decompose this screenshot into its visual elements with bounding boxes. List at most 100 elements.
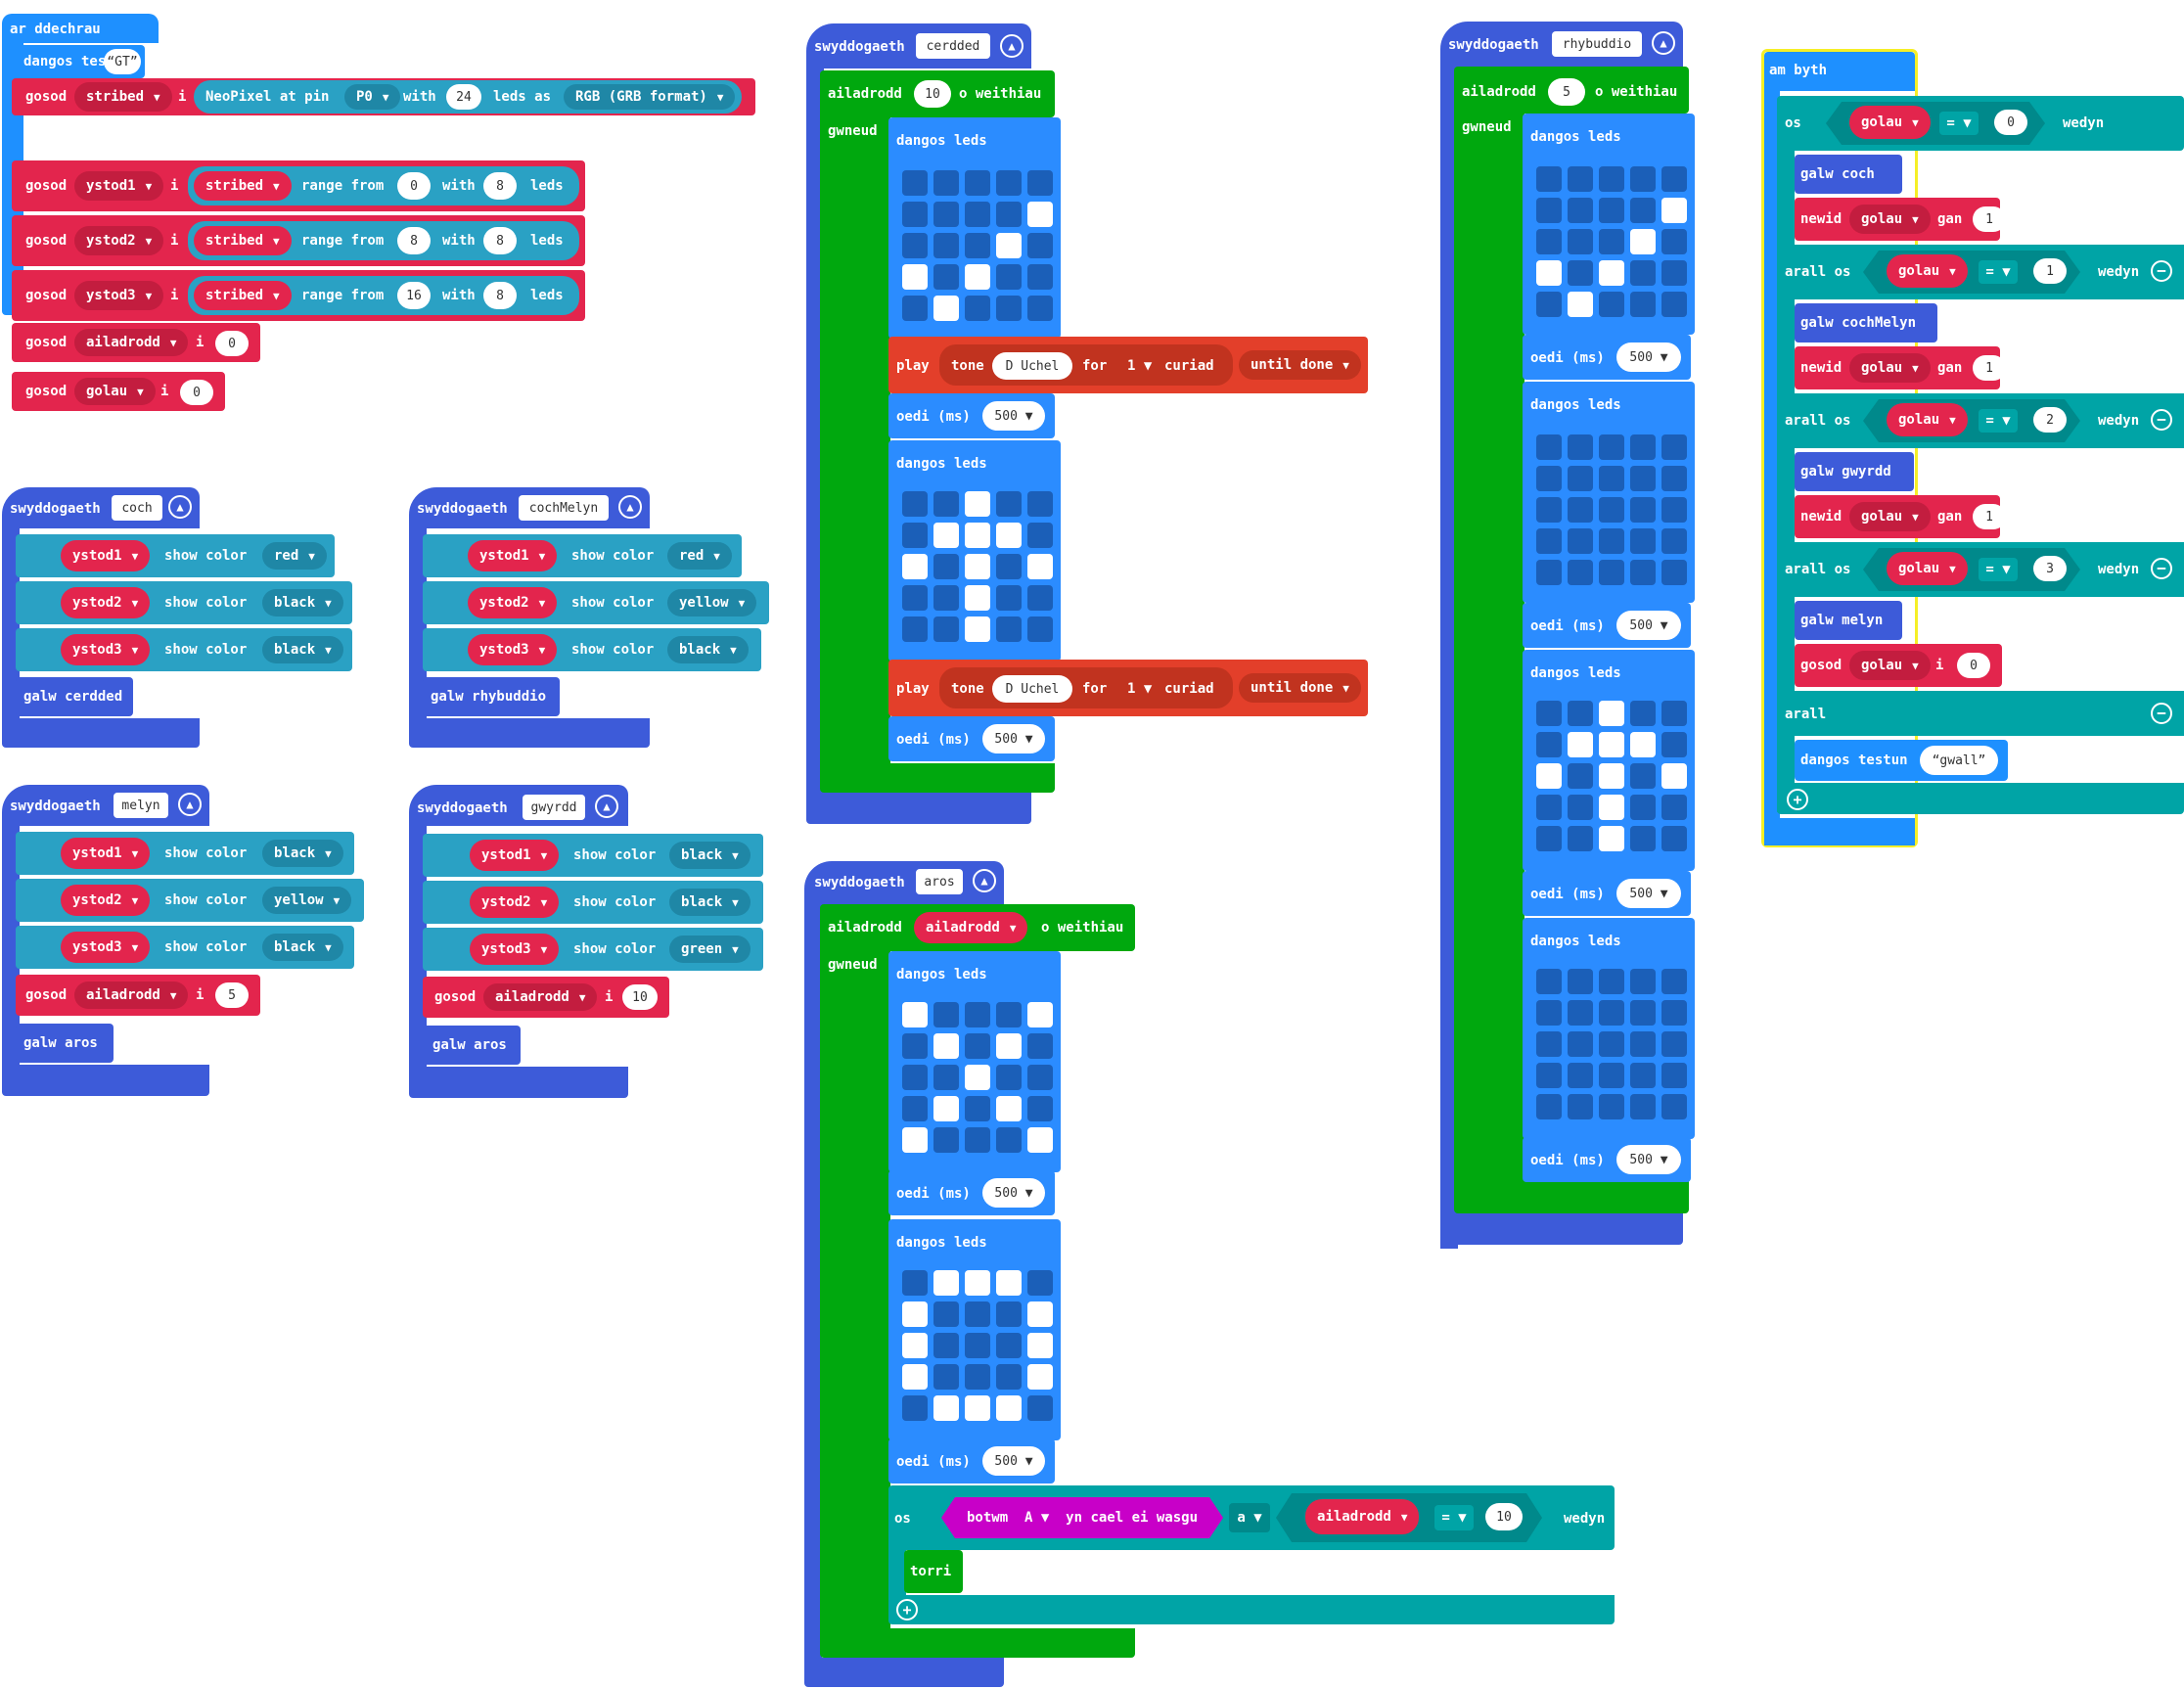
var-dropdown-golau[interactable]: golau▼: [74, 378, 156, 405]
led-off[interactable]: [1568, 763, 1593, 789]
led-on[interactable]: [1568, 292, 1593, 317]
led-off[interactable]: [933, 1065, 959, 1090]
color-dropdown[interactable]: black▼: [667, 636, 749, 663]
led-off[interactable]: [996, 264, 1022, 290]
led-off[interactable]: [996, 616, 1022, 642]
rgb-dropdown[interactable]: RGB (GRB format)▼: [564, 84, 736, 110]
function-name[interactable]: cerdded: [916, 33, 990, 59]
led-off[interactable]: [996, 296, 1022, 321]
text-gt[interactable]: “GT”: [104, 49, 141, 74]
num-with[interactable]: 8: [483, 172, 517, 200]
led-off[interactable]: [933, 554, 959, 579]
led-off[interactable]: [1568, 260, 1593, 286]
collapse-arrow-icon[interactable]: ▲: [1652, 31, 1675, 55]
led-off[interactable]: [1027, 1270, 1053, 1296]
num-value[interactable]: 0: [180, 380, 213, 405]
led-on[interactable]: [933, 296, 959, 321]
var-dropdown-golau[interactable]: golau▼: [1849, 651, 1931, 680]
function-name[interactable]: aros: [916, 869, 963, 894]
led-on[interactable]: [996, 523, 1022, 548]
led-on[interactable]: [1630, 732, 1656, 757]
led-off[interactable]: [1661, 260, 1687, 286]
led-off[interactable]: [1661, 466, 1687, 491]
led-grid[interactable]: [902, 170, 1053, 321]
led-on[interactable]: [1568, 732, 1593, 757]
break-block[interactable]: [904, 1550, 963, 1593]
var-dropdown-striped[interactable]: stribed▼: [194, 171, 292, 201]
led-off[interactable]: [1599, 528, 1624, 554]
led-on[interactable]: [1027, 1364, 1053, 1390]
led-off[interactable]: [1568, 434, 1593, 460]
plus-icon[interactable]: +: [896, 1599, 918, 1621]
pause-dropdown[interactable]: 500 ▼: [1616, 1145, 1681, 1174]
led-off[interactable]: [933, 202, 959, 227]
led-off[interactable]: [1568, 528, 1593, 554]
tone-reporter[interactable]: [939, 344, 1233, 386]
var-dropdown-ystod1[interactable]: ystod1▼: [74, 171, 164, 201]
led-off[interactable]: [933, 491, 959, 517]
var-dropdown-golau[interactable]: golau▼: [1887, 403, 1968, 436]
led-off[interactable]: [965, 202, 990, 227]
button-pressed-condition[interactable]: botwm A ▼ yn cael ei wasgu: [941, 1497, 1223, 1538]
var-dropdown-golau[interactable]: golau▼: [1887, 552, 1968, 585]
led-off[interactable]: [996, 1364, 1022, 1390]
led-off[interactable]: [1027, 616, 1053, 642]
led-off[interactable]: [1661, 229, 1687, 254]
led-off[interactable]: [1568, 466, 1593, 491]
led-on[interactable]: [1599, 763, 1624, 789]
led-off[interactable]: [1536, 528, 1562, 554]
operator-dropdown[interactable]: = ▼: [1979, 260, 2018, 284]
led-off[interactable]: [1599, 1000, 1624, 1026]
led-off[interactable]: [1568, 1094, 1593, 1119]
led-off[interactable]: [1536, 466, 1562, 491]
led-off[interactable]: [965, 1301, 990, 1327]
function-name[interactable]: melyn: [114, 793, 168, 818]
pause-dropdown[interactable]: 500 ▼: [1616, 611, 1681, 640]
led-off[interactable]: [1027, 1065, 1053, 1090]
led-off[interactable]: [933, 585, 959, 611]
num-value[interactable]: 2: [2033, 407, 2067, 433]
tone-reporter[interactable]: [939, 667, 1233, 708]
led-off[interactable]: [902, 296, 928, 321]
led-off[interactable]: [1599, 969, 1624, 994]
led-off[interactable]: [965, 1033, 990, 1059]
led-off[interactable]: [965, 170, 990, 196]
led-off[interactable]: [996, 554, 1022, 579]
call-block[interactable]: [1795, 303, 1937, 342]
led-off[interactable]: [902, 616, 928, 642]
led-off[interactable]: [965, 1127, 990, 1153]
led-off[interactable]: [1599, 198, 1624, 223]
led-off[interactable]: [1568, 560, 1593, 585]
num-value[interactable]: 0: [1994, 110, 2027, 135]
led-off[interactable]: [1536, 292, 1562, 317]
minus-icon[interactable]: −: [2151, 558, 2172, 579]
collapse-arrow-icon[interactable]: ▲: [1000, 34, 1024, 58]
led-on[interactable]: [996, 1096, 1022, 1121]
led-off[interactable]: [1027, 264, 1053, 290]
led-off[interactable]: [902, 1065, 928, 1090]
led-off[interactable]: [933, 1333, 959, 1358]
led-off[interactable]: [1536, 198, 1562, 223]
led-off[interactable]: [933, 264, 959, 290]
collapse-arrow-icon[interactable]: ▲: [178, 793, 202, 816]
led-off[interactable]: [1630, 434, 1656, 460]
led-grid[interactable]: [902, 1002, 1053, 1153]
led-off[interactable]: [1661, 528, 1687, 554]
led-off[interactable]: [933, 1002, 959, 1027]
led-off[interactable]: [902, 523, 928, 548]
led-off[interactable]: [996, 202, 1022, 227]
and-dropdown[interactable]: a ▼: [1229, 1503, 1270, 1532]
led-on[interactable]: [996, 1395, 1022, 1421]
collapse-arrow-icon[interactable]: ▲: [618, 495, 642, 519]
led-off[interactable]: [1630, 292, 1656, 317]
led-off[interactable]: [902, 1395, 928, 1421]
led-off[interactable]: [933, 170, 959, 196]
led-off[interactable]: [1599, 166, 1624, 192]
num-value[interactable]: 10: [622, 984, 658, 1010]
led-on[interactable]: [1661, 198, 1687, 223]
led-on[interactable]: [1599, 701, 1624, 726]
num-from[interactable]: 16: [397, 282, 431, 309]
led-off[interactable]: [1599, 1063, 1624, 1088]
led-off[interactable]: [933, 616, 959, 642]
var-dropdown-golau[interactable]: golau▼: [1849, 205, 1931, 234]
